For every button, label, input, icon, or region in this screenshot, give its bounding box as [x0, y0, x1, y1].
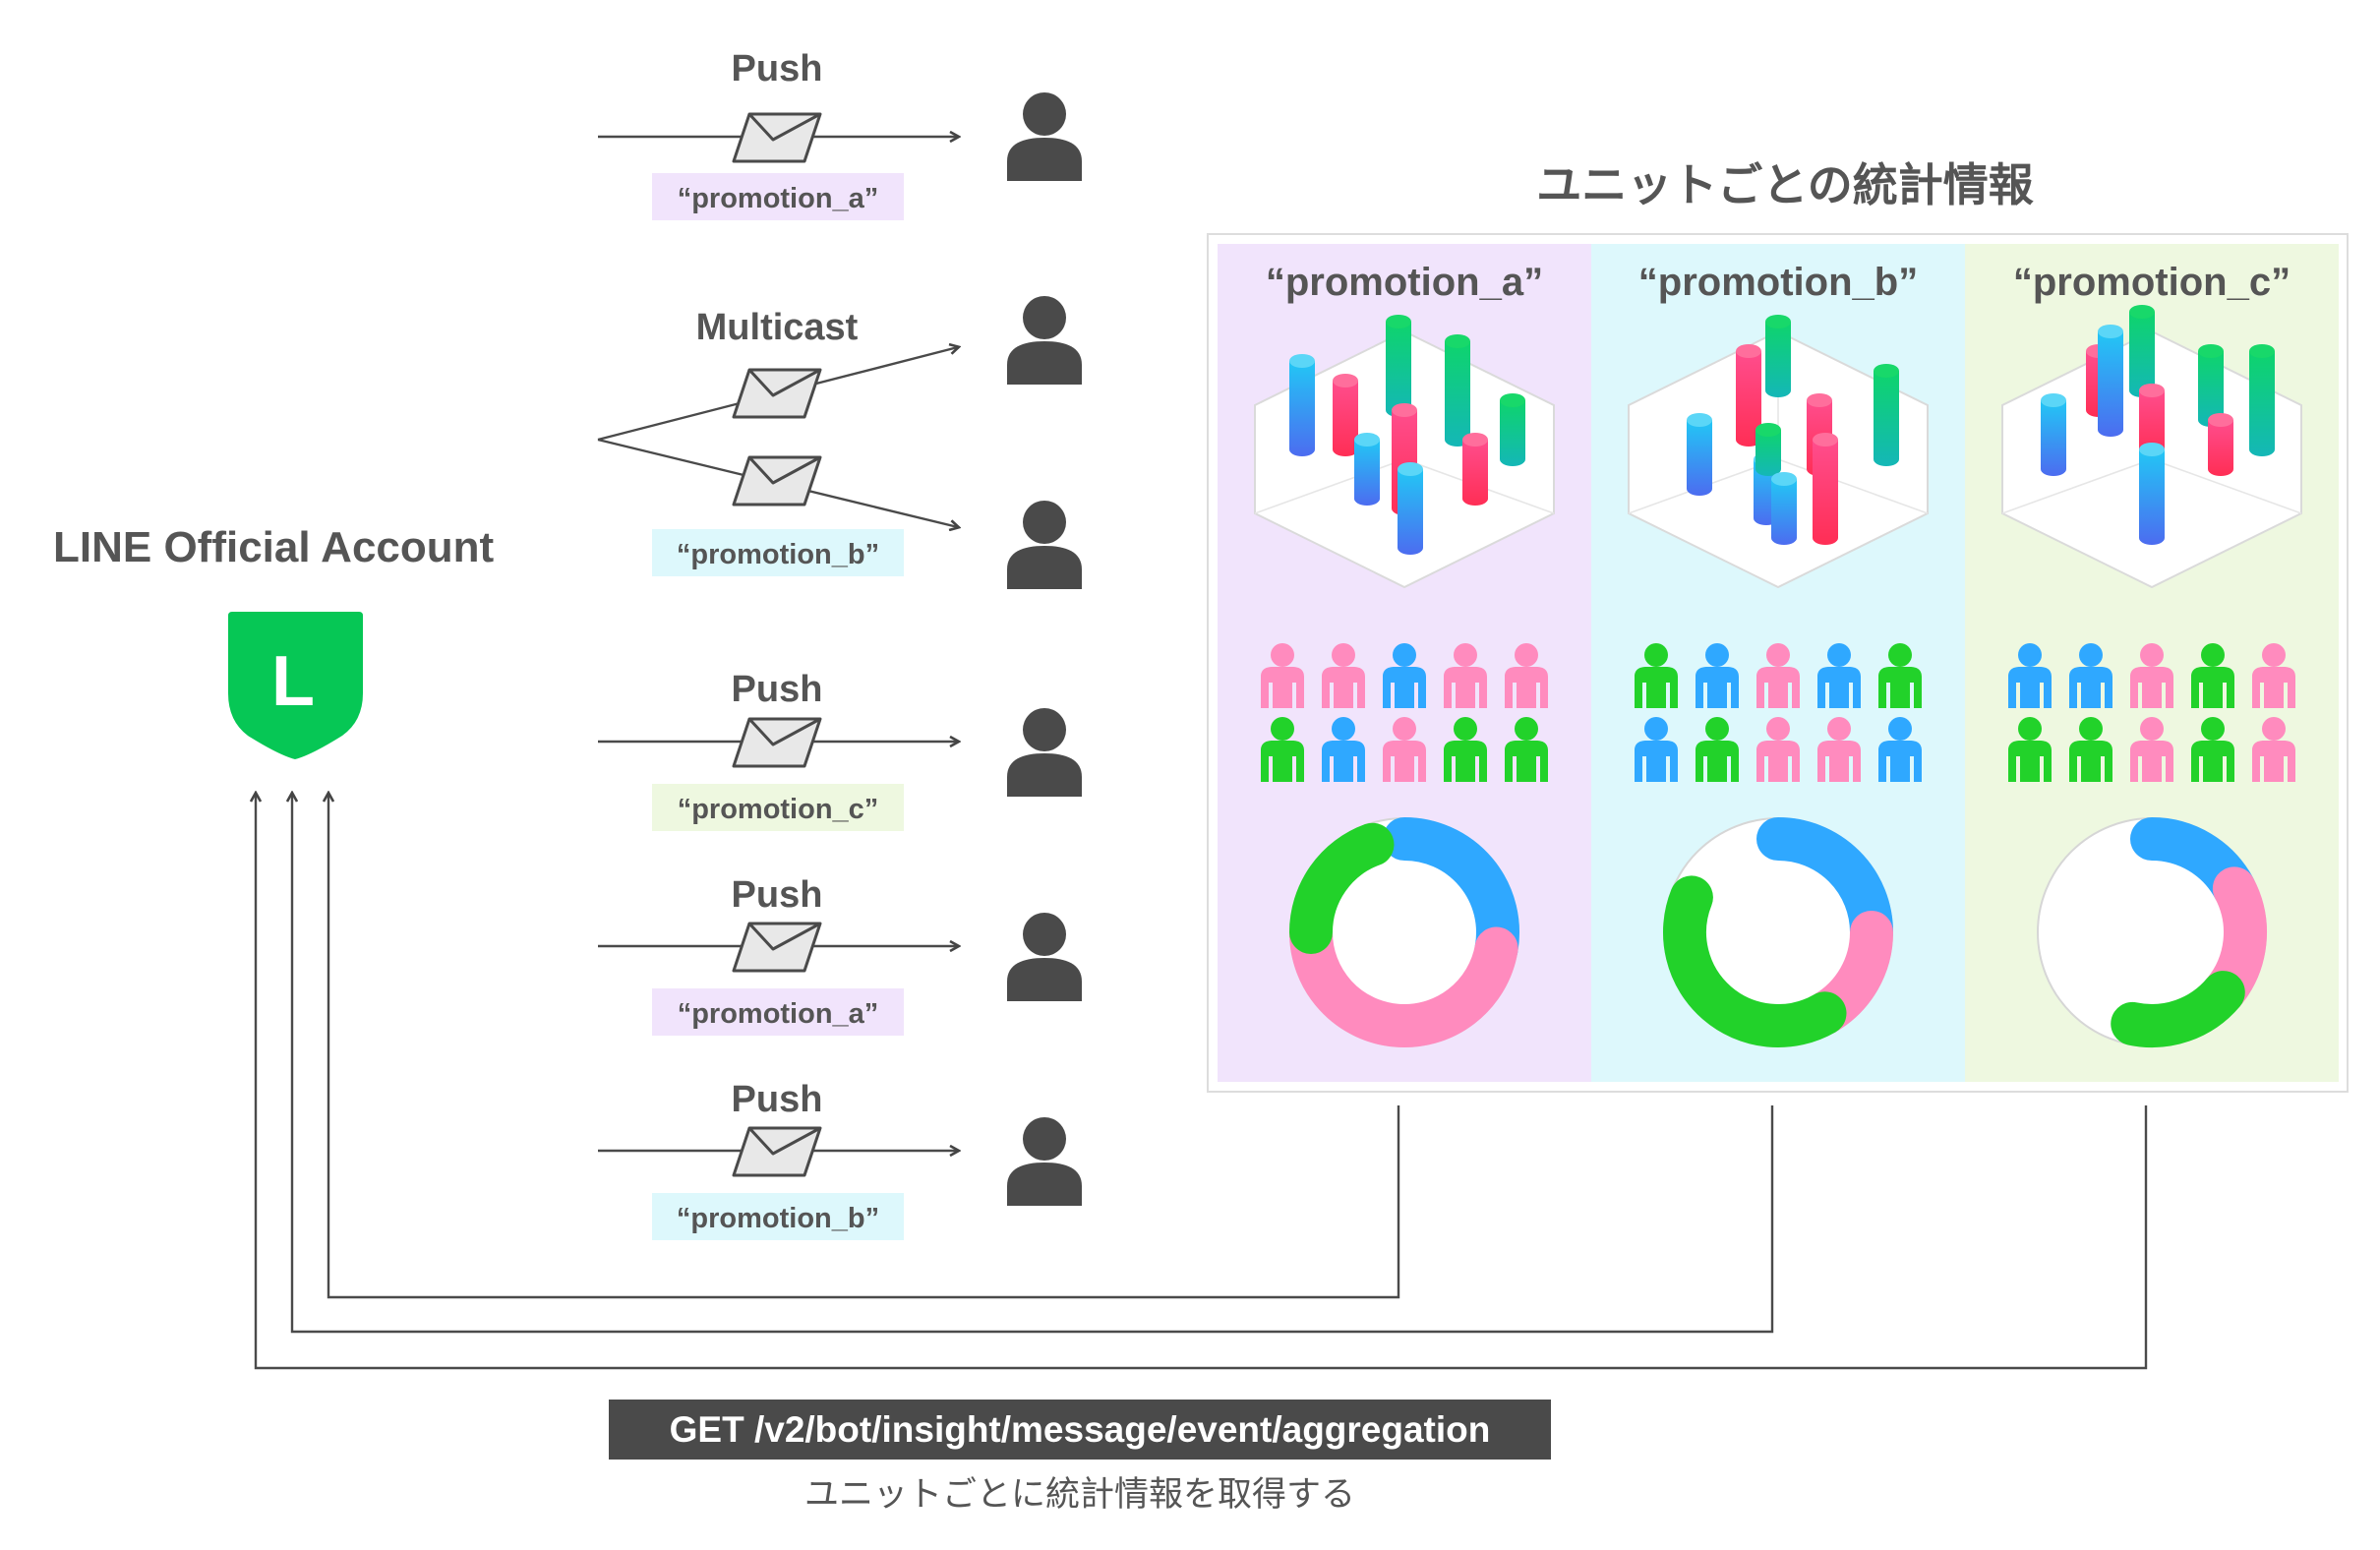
user-icon [1007, 708, 1082, 797]
unit-title-c: “promotion_c” [2013, 261, 2291, 304]
envelope-icon [732, 922, 822, 973]
cylinder-bar [2208, 413, 2233, 476]
api-endpoint-box [609, 1400, 1551, 1460]
cylinder-bar [2041, 393, 2066, 476]
logo-letter: L [271, 642, 315, 721]
cylinder-bar [1687, 413, 1712, 496]
cylinder-bar [1386, 315, 1411, 417]
cylinder-bar [1333, 374, 1358, 456]
cylinder-bar [1500, 393, 1525, 466]
envelope-icon [732, 1126, 822, 1177]
bar-3d-chart-icon-a [1254, 315, 1555, 589]
unit-tag [652, 173, 904, 220]
user-icon [1007, 913, 1082, 1001]
unit-tag [652, 784, 904, 831]
message-type-label: Push [732, 874, 823, 916]
unit-title-b: “promotion_b” [1638, 261, 1918, 304]
envelope-icon [732, 112, 822, 163]
cylinder-bar [1289, 354, 1315, 456]
return-arrow-a [328, 794, 1400, 1299]
cylinder-bar [2198, 344, 2224, 427]
unit-tag-label: “promotion_b” [677, 1203, 879, 1234]
unit-tag-label: “promotion_a” [678, 183, 879, 214]
donut-segment [1663, 875, 1847, 1047]
envelope-icon [732, 717, 822, 768]
message-row-3: Push “promotion_c” [598, 669, 1082, 831]
unit-tag-label: “promotion_b” [677, 539, 879, 570]
cylinder-bar [1874, 364, 1899, 466]
message-type-label: Push [732, 48, 823, 89]
cylinder-bar [1765, 315, 1791, 397]
cylinder-bar [1771, 472, 1797, 545]
api-caption: ユニットごとに統計情報を取得する [804, 1475, 1355, 1515]
cylinder-bar [1755, 423, 1781, 476]
user-icon [1007, 501, 1082, 589]
donut-segment [1289, 911, 1518, 1047]
cylinder-bar [2249, 344, 2275, 456]
unit-tag [652, 988, 904, 1036]
cylinder-bar [1354, 433, 1380, 506]
envelope-icon [732, 368, 822, 419]
donut-chart-icon-b [1663, 817, 1893, 1047]
cylinder-bar [2139, 384, 2165, 456]
unit-title-a: “promotion_a” [1266, 261, 1543, 304]
donut-chart-icon-c [2037, 817, 2267, 1047]
stats-title: ユニットごとの統計情報 [1536, 159, 2034, 210]
return-arrow-b [292, 794, 1774, 1334]
donut-chart-icon-a [1289, 817, 1519, 1047]
message-row-5: Push “promotion_b” [598, 1079, 1082, 1240]
donut-segment [2111, 971, 2245, 1047]
user-icon [1007, 1117, 1082, 1206]
cylinder-bar [2098, 325, 2123, 437]
line-logo-icon: L [228, 612, 363, 759]
message-row-4: Push “promotion_a” [598, 874, 1082, 1036]
message-type-label: Multicast [696, 307, 859, 348]
cylinder-bar [1462, 433, 1488, 506]
cylinder-bar [1736, 344, 1761, 447]
message-row-2: Multicast “promotion_b” [597, 296, 1082, 589]
unit-tag-label: “promotion_a” [678, 998, 879, 1030]
cylinder-bar [2139, 443, 2165, 545]
unit-tag [652, 1193, 904, 1240]
cylinder-bar [1445, 334, 1470, 447]
user-icon [1007, 296, 1082, 385]
bar-3d-chart-icon-c [2001, 305, 2302, 589]
aggregation-arrows [256, 794, 2148, 1370]
message-type-label: Push [732, 669, 823, 710]
cylinder-bar [1813, 433, 1838, 545]
user-icon [1007, 92, 1082, 181]
cylinder-bar [2129, 305, 2155, 397]
message-type-label: Push [732, 1079, 823, 1120]
account-title: LINE Official Account [53, 523, 495, 571]
donut-segment [1383, 817, 1519, 971]
return-arrow-c [256, 794, 2148, 1370]
message-row-1: Push “promotion_a” [598, 48, 1082, 220]
cylinder-bar [1398, 462, 1423, 555]
api-endpoint: GET /v2/bot/insight/message/event/aggreg… [670, 1409, 1491, 1450]
bar-3d-chart-icon-b [1628, 315, 1929, 589]
unit-tag [652, 529, 904, 576]
unit-tag-label: “promotion_c” [678, 794, 879, 825]
donut-segment [1289, 822, 1395, 954]
envelope-icon [732, 455, 822, 507]
